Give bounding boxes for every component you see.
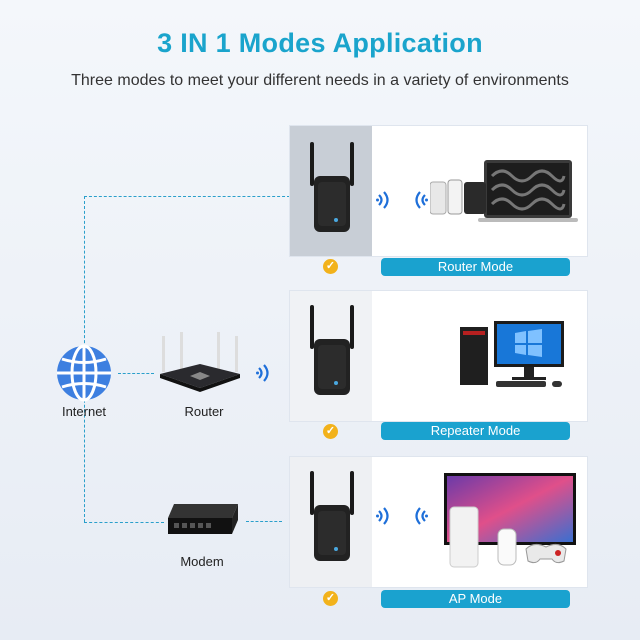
connection-line-top	[84, 196, 290, 197]
wifi-signal-icon	[412, 189, 428, 211]
internet-label: Internet	[50, 404, 118, 419]
range-extender-image	[306, 305, 358, 395]
ap-mode-panel	[289, 456, 588, 588]
router-mode-label: Router Mode	[381, 258, 570, 276]
page-subtitle: Three modes to meet your different needs…	[0, 72, 640, 90]
smart-home-devices-image	[440, 469, 580, 573]
globe-icon	[55, 344, 113, 402]
modem-label: Modem	[168, 554, 236, 569]
connection-line-modem-extender	[246, 521, 282, 522]
devices-image	[430, 156, 580, 226]
router-mode-panel	[289, 125, 588, 257]
page-title: 3 IN 1 Modes Application	[0, 28, 640, 59]
repeater-mode-panel	[289, 290, 588, 422]
router-image	[150, 330, 250, 392]
ap-mode-label: AP Mode	[381, 590, 570, 608]
wifi-signal-icon	[256, 362, 274, 384]
wifi-signal-icon	[376, 505, 392, 527]
wifi-signal-icon	[412, 505, 428, 527]
check-icon: ✓	[323, 424, 338, 439]
check-icon: ✓	[323, 591, 338, 606]
range-extender-image	[306, 142, 358, 232]
modem-image	[164, 500, 244, 542]
router-label: Router	[170, 404, 238, 419]
range-extender-image	[306, 471, 358, 561]
wifi-signal-icon	[376, 189, 392, 211]
repeater-mode-label: Repeater Mode	[381, 422, 570, 440]
connection-line-bottom	[84, 522, 164, 523]
check-icon: ✓	[323, 259, 338, 274]
connection-line-internet-router	[118, 373, 154, 374]
desktop-pc-image	[460, 319, 570, 391]
